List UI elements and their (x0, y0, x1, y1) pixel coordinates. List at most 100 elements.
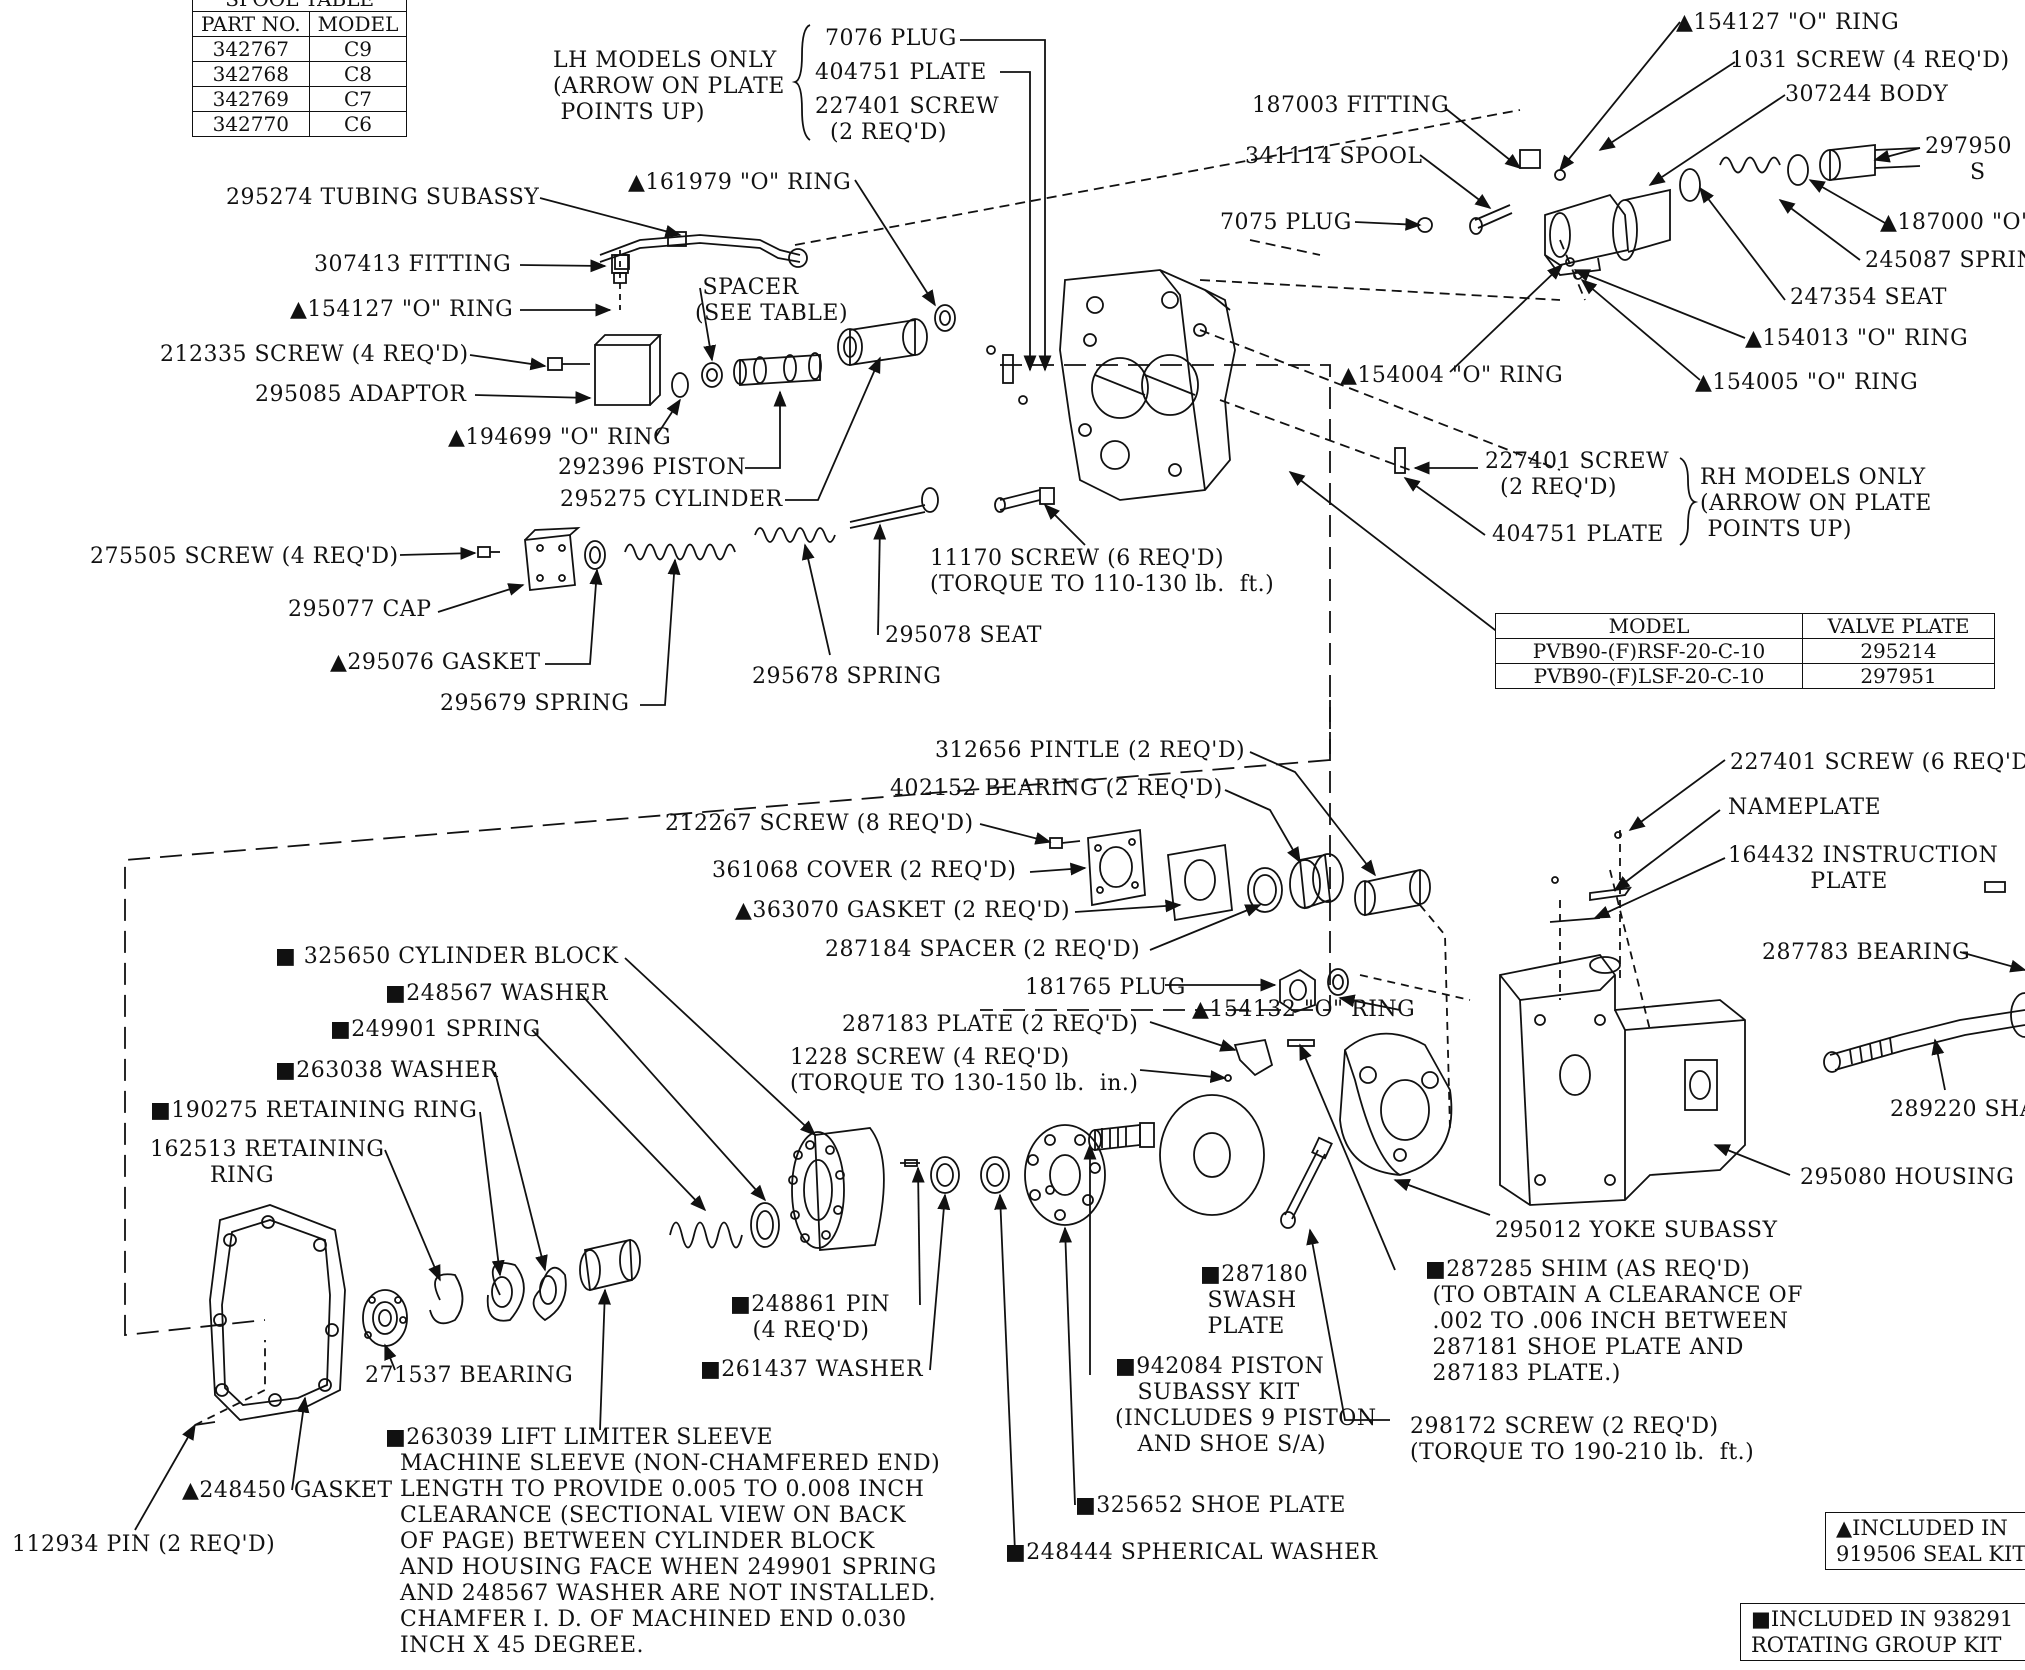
label-325650-cylinder-block: ■ 325650 CYLINDER BLOCK (275, 944, 619, 969)
seal-kit-note: ▲INCLUDED IN 919506 SEAL KIT (1825, 1512, 2025, 1570)
label-361068-cover: 361068 COVER (2 REQ'D) (712, 858, 1017, 883)
spool-table-header: MODEL (308, 11, 408, 37)
label-187000-o-ring: ▲187000 "O" (1880, 210, 2025, 235)
table-cell: 295214 (1802, 638, 1995, 664)
label-295275-cylinder: 295275 CYLINDER (560, 487, 783, 512)
label-212267-screw: 212267 SCREW (8 REQ'D) (665, 811, 974, 836)
label-spacer: SPACER (SEE TABLE) (695, 275, 849, 326)
label-194699-o-ring: ▲194699 "O" RING (448, 425, 672, 450)
label-275505-screw: 275505 SCREW (4 REQ'D) (90, 544, 399, 569)
label-248444-spherical-washer: ■248444 SPHERICAL WASHER (1005, 1540, 1378, 1565)
label-162513-retaining-ring: 162513 RETAINING RING (150, 1137, 385, 1188)
bracket-rh (1679, 457, 1699, 546)
label-190275-retaining-ring: ■190275 RETAINING RING (150, 1098, 478, 1123)
label-341114-spool: 341114 SPOOL (1245, 144, 1423, 169)
label-295085-adaptor: 295085 ADAPTOR (255, 382, 467, 407)
label-295679-spring: 295679 SPRING (440, 691, 630, 716)
label-227401-screw: 227401 SCREW (2 REQ'D) (815, 94, 1000, 145)
label-261437-washer: ■261437 WASHER (700, 1357, 924, 1382)
label-7076-plug: 7076 PLUG (825, 26, 957, 51)
label-295077-cap: 295077 CAP (288, 597, 432, 622)
label-942084-piston-subassy-kit: ■942084 PISTON SUBASSY KIT (INCLUDES 9 P… (1115, 1354, 1377, 1457)
label-11170-screw: 11170 SCREW (6 REQ'D) (TORQUE TO 110-130… (930, 546, 1275, 597)
label-307244-body: 307244 BODY (1785, 82, 1949, 107)
dashed-frame-lower (124, 759, 1331, 1337)
label-404751-plate-rh: 404751 PLATE (1492, 522, 1664, 547)
table-cell: C8 (308, 61, 408, 87)
label-295080-housing: 295080 HOUSING (1800, 1165, 2015, 1190)
label-248861-pin: ■248861 PIN (4 REQ'D) (730, 1292, 891, 1343)
label-7075-plug: 7075 PLUG (1220, 210, 1352, 235)
label-1031-screw: 1031 SCREW (4 REQ'D) (1730, 48, 2010, 73)
valve-table-header: VALVE PLATE (1802, 613, 1995, 639)
label-1228-screw: 1228 SCREW (4 REQ'D) (TORQUE TO 130-150 … (790, 1045, 1139, 1096)
label-263039-lift-limiter-sleeve: ■263039 LIFT LIMITER SLEEVE MACHINE SLEE… (385, 1425, 941, 1658)
label-227401-screw-6: 227401 SCREW (6 REQ'D (1730, 750, 2025, 775)
label-212335-screw: 212335 SCREW (4 REQ'D) (160, 342, 469, 367)
label-154127-o-ring-top: ▲154127 "O" RING (1676, 10, 1900, 35)
label-292396-piston: 292396 PISTON (558, 455, 746, 480)
table-cell: PVB90-(F)RSF-20-C-10 (1495, 638, 1803, 664)
label-154004-o-ring: ▲154004 "O" RING (1340, 363, 1564, 388)
label-271537-bearing: 271537 BEARING (365, 1363, 574, 1388)
label-248450-gasket: ▲248450 GASKET (182, 1478, 393, 1503)
label-295078-seat: 295078 SEAT (885, 623, 1042, 648)
label-289220-shaft: 289220 SHA (1890, 1097, 2025, 1122)
table-cell: 297951 (1802, 663, 1995, 689)
label-312656-pintle: 312656 PINTLE (2 REQ'D) (935, 738, 1246, 763)
label-112934-pin: 112934 PIN (2 REQ'D) (12, 1532, 276, 1557)
label-325652-shoe-plate: ■325652 SHOE PLATE (1075, 1493, 1346, 1518)
label-295076-gasket: ▲295076 GASKET (330, 650, 541, 675)
rh-models-note: RH MODELS ONLY (ARROW ON PLATE POINTS UP… (1700, 465, 1932, 542)
label-297950: 297950 S (1925, 134, 2012, 185)
label-307413-fitting: 307413 FITTING (314, 252, 512, 277)
table-cell: C9 (308, 36, 408, 62)
label-263038-washer: ■263038 WASHER (275, 1058, 499, 1083)
label-161979-o-ring: ▲161979 "O" RING (628, 170, 852, 195)
spool-table-header: PART NO. (192, 11, 310, 37)
label-nameplate: NAMEPLATE (1728, 795, 1882, 820)
valve-table-header: MODEL (1495, 613, 1803, 639)
label-248567-washer: ■248567 WASHER (385, 981, 609, 1006)
label-295678-spring: 295678 SPRING (752, 664, 942, 689)
table-cell: 342769 (192, 86, 310, 112)
label-287184-spacer: 287184 SPACER (2 REQ'D) (825, 937, 1141, 962)
label-227401-screw-rh: 227401 SCREW (2 REQ'D) (1485, 449, 1670, 500)
label-154127-o-ring: ▲154127 "O" RING (290, 297, 514, 322)
label-181765-plug: 181765 PLUG (1025, 975, 1186, 1000)
spring-coils (624, 527, 836, 561)
dashed-frame (980, 364, 1331, 1011)
label-154132-o-ring: ▲154132 "O" RING (1192, 997, 1416, 1022)
label-287285-shim: ■287285 SHIM (AS REQ'D) (TO OBTAIN A CLE… (1425, 1257, 1803, 1386)
label-187003-fitting: 187003 FITTING (1252, 93, 1450, 118)
label-245087-spring: 245087 SPRIN (1865, 248, 2025, 273)
table-cell: C7 (308, 86, 408, 112)
label-287783-bearing: 287783 BEARING (1762, 940, 1971, 965)
label-404751-plate: 404751 PLATE (815, 60, 987, 85)
label-363070-gasket: ▲363070 GASKET (2 REQ'D) (735, 898, 1071, 923)
label-295012-yoke-subassy: 295012 YOKE SUBASSY (1495, 1218, 1778, 1243)
label-287180-swash-plate: ■287180 SWASH PLATE (1200, 1262, 1309, 1339)
label-154013-o-ring: ▲154013 "O" RING (1745, 326, 1969, 351)
table-cell: 342767 (192, 36, 310, 62)
bracket-lh (791, 24, 811, 141)
label-164432-instruction-plate: 164432 INSTRUCTION PLATE (1728, 843, 1999, 894)
label-287183-plate: 287183 PLATE (2 REQ'D) (842, 1012, 1139, 1037)
label-247354-seat: 247354 SEAT (1790, 285, 1947, 310)
label-249901-spring: ■249901 SPRING (330, 1017, 541, 1042)
table-cell: C6 (308, 111, 408, 137)
label-298172-screw: 298172 SCREW (2 REQ'D) (TORQUE TO 190-21… (1410, 1414, 1755, 1465)
rotating-group-kit-note: ■INCLUDED IN 938291 ROTATING GROUP KIT (1740, 1603, 2025, 1661)
spool-table-title: SPOOL TABLE (191, 0, 408, 12)
table-cell: PVB90-(F)LSF-20-C-10 (1495, 663, 1803, 689)
